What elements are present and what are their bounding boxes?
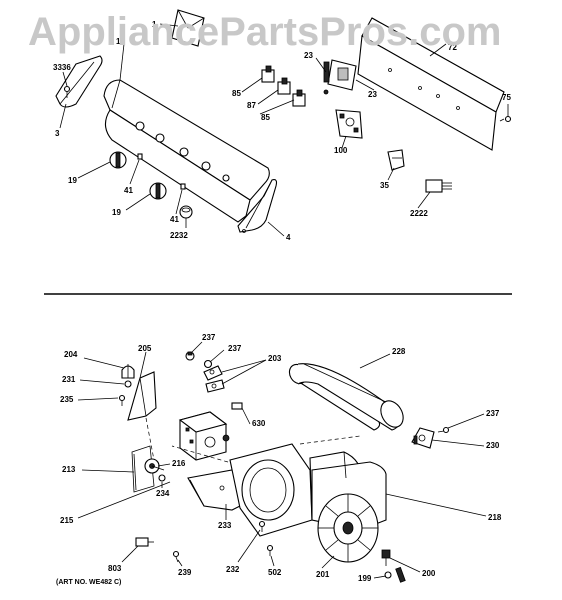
part-213-drive-belt: [131, 445, 155, 493]
label-228: 228: [392, 347, 406, 356]
part-41-knob-clip-upper: [137, 153, 143, 160]
label-19-lower: 19: [112, 208, 121, 217]
label-41-lower: 41: [170, 215, 179, 224]
part-19-knob-upper: [109, 151, 127, 169]
label-87: 87: [247, 101, 256, 110]
label-85-upper: 85: [232, 89, 241, 98]
part-motor-block: [178, 411, 230, 461]
label-502: 502: [268, 568, 282, 577]
label-218: 218: [488, 513, 502, 522]
part-23-bracket: [323, 59, 357, 95]
watermark: AppliancePartsPros.com: [28, 10, 502, 54]
label-232: 232: [226, 565, 240, 574]
label-200: 200: [422, 569, 436, 578]
label-803: 803: [108, 564, 122, 573]
label-199: 199: [358, 574, 372, 583]
label-4: 4: [286, 233, 291, 242]
part-231-washer: [124, 380, 132, 388]
label-630: 630: [252, 419, 266, 428]
part-35-clip: [387, 149, 405, 171]
part-203-clamp-b: [205, 379, 225, 393]
part-2222-terminal-block: [425, 179, 452, 193]
label-3336: 3336: [53, 63, 71, 72]
label-2222: 2222: [410, 209, 428, 218]
upper-control-panel-section: 1 13 3336 3 19 41 19 41 2232 4 85 87 85 …: [53, 9, 512, 242]
part-237-screw-right: [437, 426, 450, 434]
label-213: 213: [62, 465, 76, 474]
label-235: 235: [60, 395, 74, 404]
part-199-bolt: [384, 566, 406, 583]
part-3336-screw: [63, 85, 71, 98]
label-215: 215: [60, 516, 74, 525]
label-204: 204: [64, 350, 78, 359]
part-204-clip: [121, 364, 135, 379]
label-231: 231: [62, 375, 76, 384]
upper-part-labels: 1 13 3336 3 19 41 19 41 2232 4 85 87 85 …: [53, 20, 511, 242]
part-19-knob-lower: [149, 182, 167, 200]
label-237-right: 237: [486, 409, 500, 418]
part-237-screw-a: [185, 351, 195, 361]
part-1-schematic-sheet: [171, 9, 205, 47]
label-100: 100: [334, 146, 348, 155]
label-75: 75: [502, 93, 511, 102]
label-230: 230: [486, 441, 500, 450]
part-630-connector: [231, 402, 243, 410]
part-235-screw: [118, 394, 126, 406]
part-228-exhaust-duct: [288, 363, 404, 431]
part-75-screw: [499, 115, 512, 123]
part-803-door-switch: [135, 537, 154, 547]
part-203-clamp-a: [203, 365, 223, 381]
part-100-timer: [335, 109, 363, 139]
part-2232-knob-cap: [179, 205, 193, 219]
label-2232: 2232: [170, 231, 188, 240]
lower-part-labels: 204 205 231 235 237 237 203 228 630 237 …: [60, 333, 502, 583]
upper-leader-lines: [59, 23, 509, 237]
part-201-blower-wheel: [317, 493, 379, 563]
part-234-pulley-washer: [158, 474, 166, 482]
label-3: 3: [55, 129, 60, 138]
part-41-knob-clip-lower: [180, 183, 186, 190]
label-13: 13: [116, 37, 125, 46]
part-205-bracket: [127, 371, 157, 421]
label-19-upper: 19: [68, 176, 77, 185]
label-205: 205: [138, 344, 152, 353]
part-200-clamp: [381, 549, 391, 566]
part-502-screw: [266, 544, 274, 556]
label-23-left: 23: [304, 51, 313, 60]
part-87-switch: [277, 77, 291, 95]
label-239: 239: [178, 568, 192, 577]
part-13-control-console: [103, 79, 270, 223]
label-216: 216: [172, 459, 186, 468]
part-230-bracket: [411, 427, 435, 449]
lower-leader-lines: [77, 341, 487, 579]
label-72: 72: [448, 43, 457, 52]
label-234: 234: [156, 489, 170, 498]
lower-drive-section: 204 205 231 235 237 237 203 228 630 237 …: [60, 333, 502, 583]
label-233: 233: [218, 521, 232, 530]
label-23-right: 23: [368, 90, 377, 99]
label-1: 1: [152, 20, 157, 29]
art-number-caption: (ART NO. WE482 C): [56, 579, 122, 586]
label-85-lower: 85: [261, 113, 270, 122]
label-201: 201: [316, 570, 330, 579]
part-85-switch-upper: [261, 65, 275, 83]
label-203: 203: [268, 354, 282, 363]
bracket-alignment-dashline: [145, 417, 155, 461]
label-237-a: 237: [202, 333, 216, 342]
part-216-idler-pulley: [144, 458, 165, 474]
part-237-screw-b: [203, 359, 213, 369]
label-41-upper: 41: [124, 186, 133, 195]
part-232-screw: [258, 520, 266, 532]
part-72-backsplash-panel: [357, 17, 505, 151]
part-239-screw: [172, 550, 180, 563]
label-237-b: 237: [228, 344, 242, 353]
part-85-switch-lower: [292, 89, 306, 107]
part-4-right-endcap: [237, 179, 278, 233]
label-35: 35: [380, 181, 389, 190]
part-3-left-endcap: [55, 55, 103, 108]
